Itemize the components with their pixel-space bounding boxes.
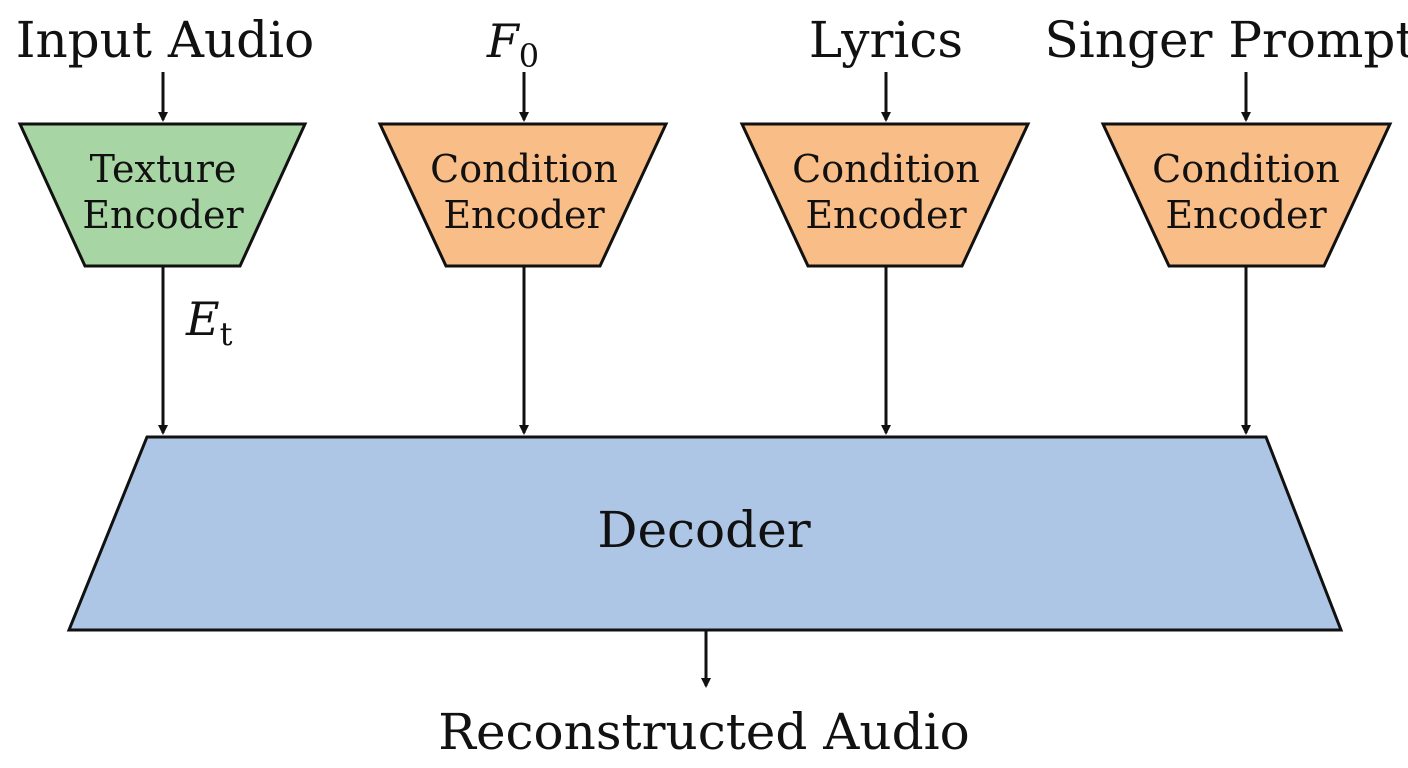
- condition-encoder-f0: Condition Encoder: [377, 122, 669, 268]
- decoder: Decoder: [66, 435, 1344, 632]
- texture-encoder-shape: [17, 122, 308, 268]
- condition-encoder-singer-line1: Condition: [1152, 147, 1340, 191]
- et-symbol: E: [185, 292, 220, 346]
- et-label: Et: [185, 292, 233, 353]
- condition-encoder-singer-shape: [1100, 122, 1393, 268]
- condition-encoder-singer: Condition Encoder: [1100, 122, 1393, 268]
- f0-label: F0: [486, 14, 539, 75]
- singer-prompt-label: Singer Prompt: [1045, 11, 1408, 69]
- condition-encoder-f0-line2: Encoder: [443, 193, 605, 237]
- lyrics-label: Lyrics: [809, 11, 963, 69]
- condition-encoder-lyrics-line2: Encoder: [805, 193, 967, 237]
- input-audio-label: Input Audio: [16, 11, 315, 69]
- decoder-label: Decoder: [597, 501, 810, 559]
- condition-encoder-lyrics-line1: Condition: [792, 147, 980, 191]
- decoder-shape: [66, 435, 1344, 632]
- condition-encoder-lyrics: Condition Encoder: [739, 122, 1031, 268]
- texture-encoder: Texture Encoder: [17, 122, 308, 268]
- condition-encoder-f0-line1: Condition: [430, 147, 618, 191]
- reconstructed-audio-label: Reconstructed Audio: [438, 703, 969, 761]
- condition-encoder-singer-line2: Encoder: [1165, 193, 1327, 237]
- condition-encoder-f0-shape: [377, 122, 669, 268]
- f0-symbol: F: [486, 14, 521, 68]
- texture-encoder-line2: Encoder: [82, 193, 244, 237]
- texture-encoder-line1: Texture: [90, 147, 237, 191]
- condition-encoder-lyrics-shape: [739, 122, 1031, 268]
- f0-subscript: 0: [519, 37, 539, 75]
- et-subscript: t: [220, 315, 233, 353]
